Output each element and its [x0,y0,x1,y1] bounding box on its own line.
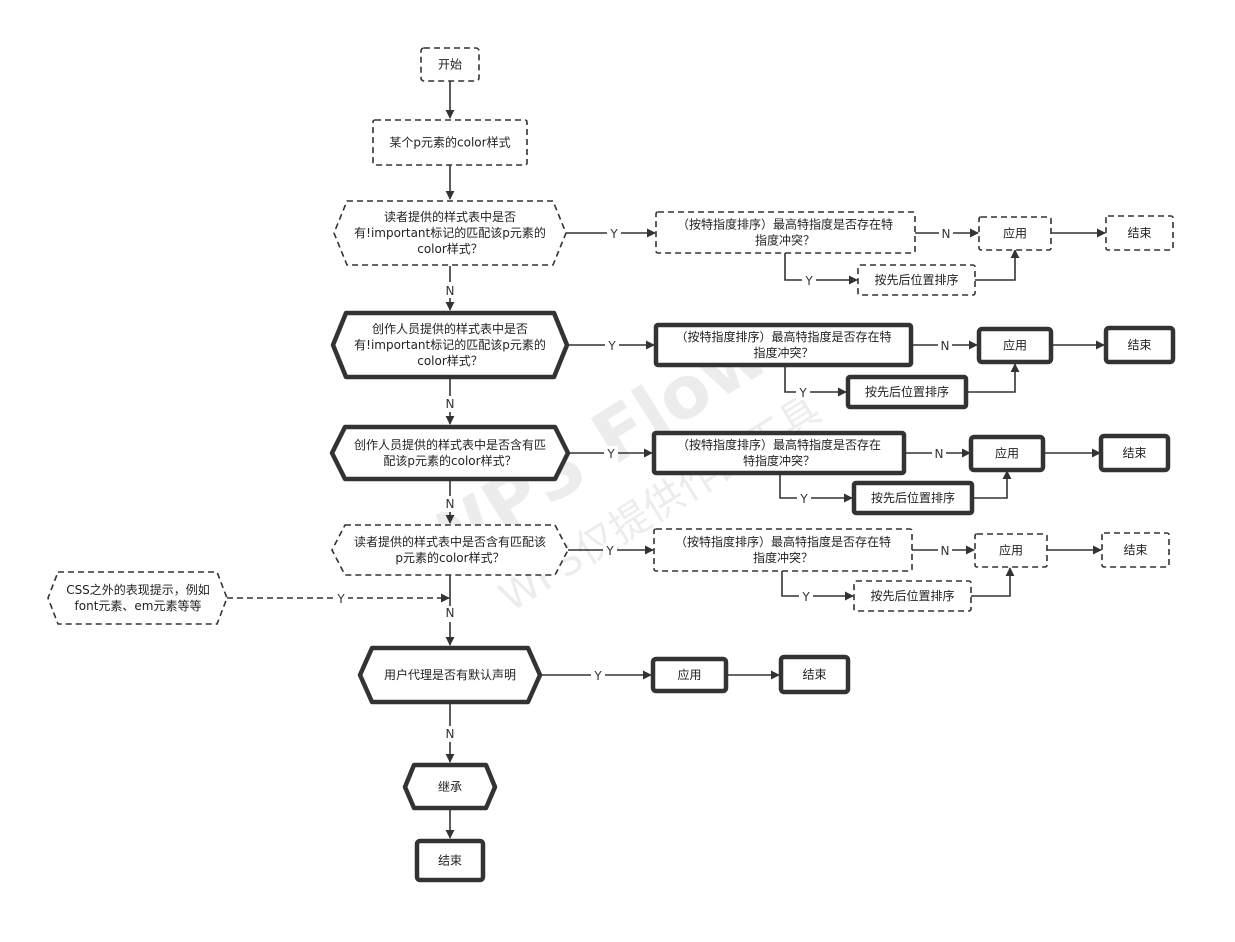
edge-q4spec-yes [781,571,854,601]
start-label: 开始 [438,58,462,72]
label-q3-no: N [446,497,455,511]
q4-spec-node [653,528,913,572]
q3-pos-label: 按先后位置排序 [871,490,955,505]
q2-pos-label: 按先后位置排序 [865,384,949,399]
edge-q2spec-yes [784,366,847,397]
label-ua-yes: Y [593,669,602,683]
edge-q1spec-yes [784,253,858,285]
q4-pos-node [853,580,972,612]
q2-spec-node [653,322,914,368]
ua-end-node [778,654,851,695]
label-q2-yes: Y [607,339,616,353]
q4-decision [331,524,569,576]
q1-end-node [1105,215,1174,251]
q3-label: 创作人员提供的样式表中是否含有匹配该p元素的color样式？ [354,437,546,468]
label-q3spec-yes: Y [799,492,808,506]
q4-apply-node [974,533,1048,568]
nodes: 开始 某个p元素的color样式 读者提供的样式表中是否有!important标… [47,47,1176,883]
edge-q1pos-to-apply [975,249,1020,281]
label-q3-yes: Y [606,447,615,461]
q3-spec-label: （按特指度排序）最高特指度是否存在特指度冲突？ [677,437,881,468]
q2-apply-node [976,326,1054,365]
q3-spec-node [651,430,907,476]
q4-pos-label: 按先后位置排序 [870,588,954,603]
final-end-label: 结束 [438,854,462,868]
q3-apply-node [968,434,1046,473]
ua-apply-node [650,656,729,694]
q2-end-label: 结束 [1127,338,1151,352]
label-q4-yes: Y [605,544,614,558]
p-color-label: 某个p元素的color样式 [389,135,510,150]
q1-pos-node [857,264,976,296]
edge-labels: N N N N N Y Y N Y Y N Y Y N Y Y N Y [334,226,953,742]
edge-q3pos-to-apply [972,470,1012,499]
q1-apply-node [978,216,1052,251]
q1-apply-label: 应用 [1003,226,1027,241]
q3-apply-label: 应用 [995,446,1019,461]
label-ua-no: N [446,727,455,741]
q2-spec-label: （按特指度排序）最高特指度是否存在特指度冲突？ [675,329,891,360]
p-color-node [372,119,528,166]
q2-end-node [1103,325,1176,365]
label-q4spec-no: N [941,544,950,558]
edge-q2pos-to-apply [967,363,1020,393]
ua-apply-label: 应用 [677,667,701,682]
q3-decision [329,424,571,482]
q1-spec-label: （按特指度排序）最高特指度是否存在特指度冲突？ [677,217,893,248]
q3-end-node [1098,433,1171,473]
label-q1spec-no: N [942,227,951,241]
ua-decision [357,645,543,705]
q4-spec-label: （按特指度排序）最高特指度是否存在特指度冲突？ [675,534,891,565]
inherit-label: 继承 [438,780,462,794]
inherit-node [402,762,498,811]
q2-apply-label: 应用 [1003,338,1027,353]
q4-end-node [1101,532,1170,568]
start-node [420,47,480,82]
q4-end-label: 结束 [1123,543,1147,557]
ua-end-label: 结束 [802,668,826,682]
q1-decision [333,200,567,266]
q3-end-label: 结束 [1122,446,1146,460]
label-q1-no: N [446,284,455,298]
q4-apply-label: 应用 [999,543,1023,558]
q2-pos-node [845,374,969,410]
q3-pos-node [851,480,975,516]
label-q2spec-no: N [941,339,950,353]
q1-spec-node [655,211,916,254]
label-q2-no: N [446,397,455,411]
label-q4spec-yes: Y [801,590,810,604]
q2-decision [330,310,570,380]
label-q4-no: N [446,606,455,620]
label-q3spec-no: N [935,447,944,461]
css-hint-node [47,571,228,625]
label-q2spec-yes: Y [798,386,807,400]
label-q1spec-yes: Y [804,274,813,288]
ua-label: 用户代理是否有默认声明 [384,667,516,682]
edge-q3spec-yes [779,473,853,503]
final-end-node [414,838,486,883]
edge-q4pos-to-apply [971,567,1015,597]
q1-end-label: 结束 [1127,226,1151,240]
q1-pos-label: 按先后位置排序 [874,272,958,287]
label-csshint-yes: Y [336,592,345,606]
label-q1-yes: Y [609,227,618,241]
